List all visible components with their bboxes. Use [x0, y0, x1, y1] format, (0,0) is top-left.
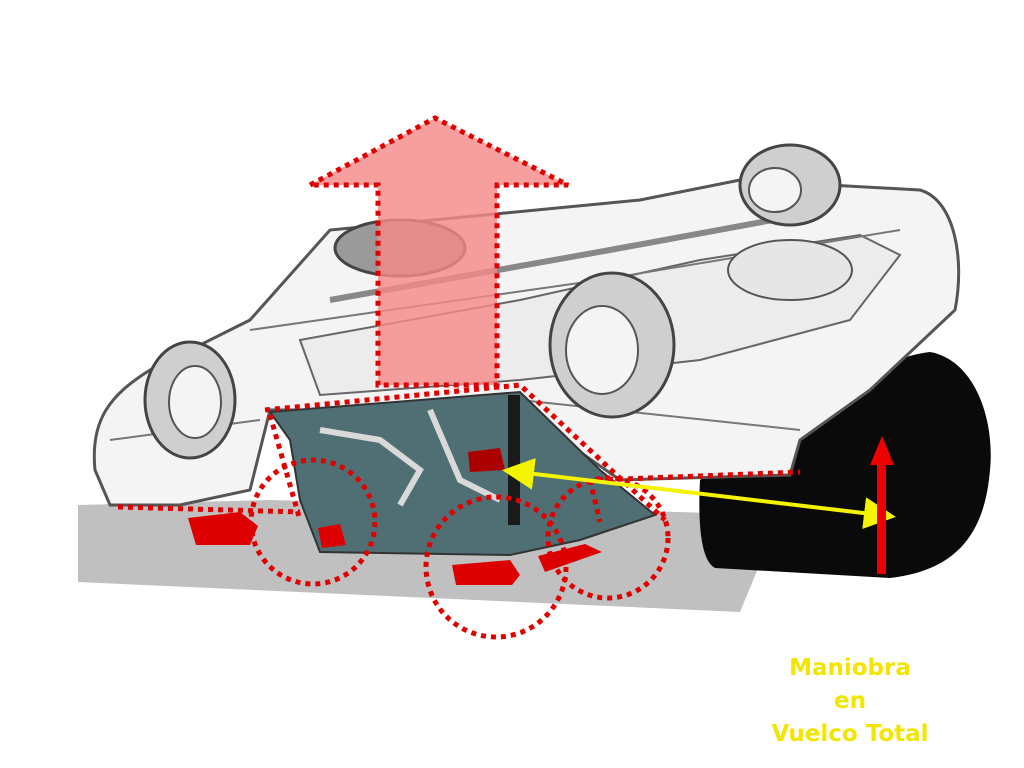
caption: Maniobra en Vuelco Total [740, 652, 960, 751]
caption-line-1: Maniobra [789, 655, 911, 681]
crib-block-mid [318, 524, 346, 548]
left-baseline [117, 504, 301, 515]
crib-block-center [452, 560, 520, 585]
wheel-front-left [548, 271, 676, 419]
crib-block-left [188, 512, 258, 545]
driver-hand [468, 448, 505, 472]
steering-column [508, 395, 520, 525]
contact-circle-center [423, 494, 569, 640]
up-arrow-icon [870, 436, 894, 574]
wheel-rear-left [143, 340, 237, 460]
seat-frame [319, 408, 502, 507]
lift-arrow-icon [308, 115, 570, 388]
wheel-front-right [738, 143, 842, 227]
double-arrow-icon [502, 457, 896, 530]
caption-line-2: en [834, 688, 866, 714]
spare-tire-well [727, 239, 853, 301]
crib-wedge [538, 544, 602, 572]
caption-line-3: Vuelco Total [771, 721, 929, 747]
cribbing-blocks [188, 512, 602, 585]
